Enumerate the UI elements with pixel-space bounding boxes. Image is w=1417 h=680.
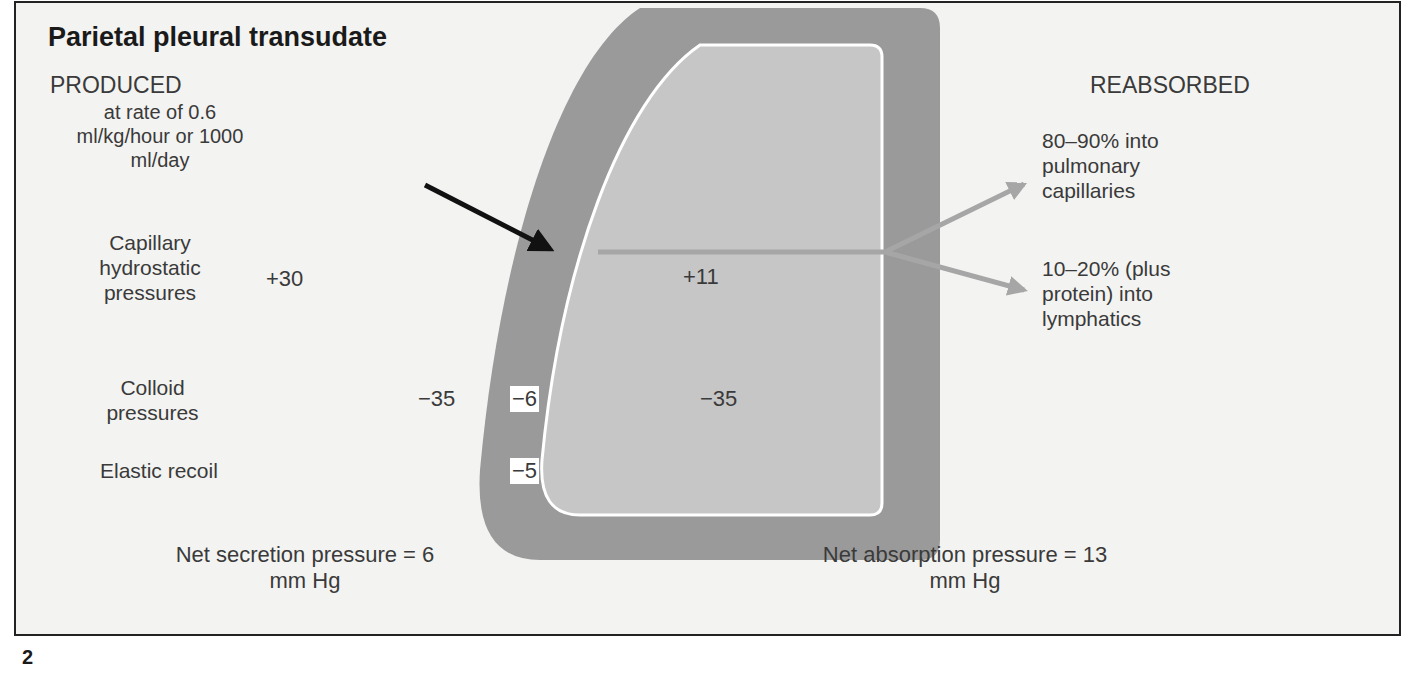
rate-note: at rate of 0.6 ml/kg/hour or 1000 ml/day (55, 100, 265, 172)
absorption-note: 80–90% into pulmonary capillaries (1042, 128, 1207, 204)
capillary-absorption-arrow (598, 184, 1024, 252)
lung-region (542, 45, 882, 515)
pressure-value: −5 (510, 458, 539, 484)
page-number: 2 (22, 645, 33, 669)
absorption-note: 10–20% (plus protein) into lymphatics (1042, 256, 1207, 332)
title: Parietal pleural transudate (48, 22, 387, 53)
pressure-value: +11 (683, 264, 719, 290)
pressure-value: −6 (510, 386, 539, 412)
lymphatic-absorption-arrow (885, 252, 1024, 290)
net-pressure: Net secretion pressure = 6 mm Hg (170, 542, 440, 595)
row-label: Capillary hydrostatic pressures (80, 230, 220, 306)
frame (15, 2, 1400, 635)
section-heading: PRODUCED (50, 72, 182, 100)
pressure-value: −35 (700, 386, 737, 412)
row-label: Colloid pressures (95, 375, 210, 425)
row-label: Elastic recoil (100, 458, 218, 483)
production-arrow (425, 185, 550, 249)
section-heading: REABSORBED (1090, 72, 1250, 100)
net-pressure: Net absorption pressure = 13 mm Hg (820, 542, 1110, 595)
pressure-value: +30 (266, 266, 303, 292)
pressure-value: −35 (418, 386, 455, 412)
chest-wall-band (480, 8, 941, 560)
